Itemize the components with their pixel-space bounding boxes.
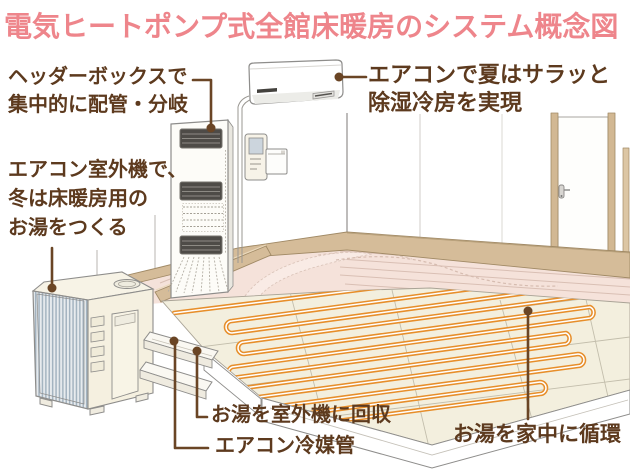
leader-return	[195, 352, 209, 419]
label-outdoor-unit: エアコン室外機で、 冬は床暖房用の お湯をつくる	[8, 159, 188, 239]
callout-dot-header-box	[206, 123, 216, 133]
callout-dot-return	[192, 346, 202, 356]
label-hot-water-circulation: お湯を家中に循環	[453, 423, 621, 446]
floor-highlight	[244, 251, 373, 299]
callout-dot-circulation	[523, 306, 533, 316]
floor-slab-edge	[203, 351, 630, 469]
ac-display	[257, 88, 277, 93]
leader-header-box	[191, 78, 213, 126]
manifold-texture	[183, 206, 223, 227]
label-hot-water-return: お湯を室外機に回収	[211, 404, 391, 426]
wall-control-box	[265, 148, 288, 175]
callout-dot-aircon	[334, 72, 344, 82]
header-box-vents	[179, 128, 223, 255]
label-header-box: ヘッダーボックスで 集中的に配管・分岐	[8, 66, 188, 116]
callout-dot-refrigerant	[169, 336, 179, 346]
outdoor-unit-fan-icon	[113, 279, 141, 289]
leader-refrigerant	[173, 342, 210, 450]
remote-control	[244, 133, 268, 181]
label-refrigerant-pipe: エアコン冷媒管	[215, 435, 355, 457]
callout-dot-outdoor	[47, 283, 57, 293]
callout-dots	[47, 72, 533, 356]
header-box	[167, 118, 234, 299]
outdoor-unit-feet	[39, 392, 149, 416]
outdoor-unit	[31, 271, 167, 416]
leader-lines	[50, 75, 530, 450]
label-aircon-summer: エアコンで夏はサラッと 除湿冷房を実現	[368, 62, 611, 115]
indoor-air-conditioner	[248, 59, 344, 105]
door-handle-icon	[558, 184, 570, 199]
pipe-fan-into-floor	[167, 256, 229, 294]
outdoor-unit-side-vents	[90, 315, 105, 373]
page-title: 電気ヒートポンプ式全館床暖房のシステム概念図	[4, 11, 619, 42]
